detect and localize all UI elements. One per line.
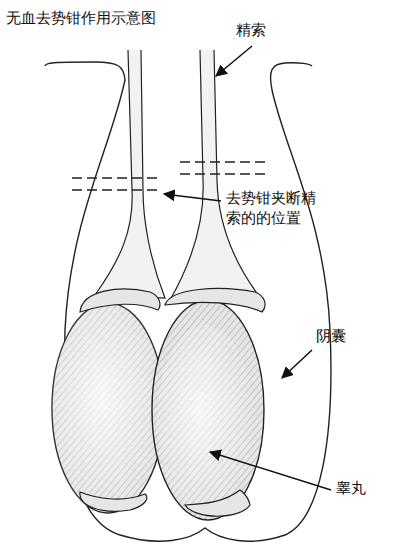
right-epididymis xyxy=(165,288,265,312)
part-label: 精索 xyxy=(236,20,266,40)
leader-arrows xyxy=(164,46,331,490)
part-label: 去势钳夹断精索的的位置 xyxy=(226,188,319,229)
clamp-position-marks xyxy=(72,162,266,190)
left-epididymis-tail xyxy=(80,492,147,511)
right-spermatic-cord xyxy=(170,50,262,300)
left-epididymis xyxy=(80,289,160,312)
diagram-title: 无血去势钳作用示意图 xyxy=(6,8,156,28)
left-spermatic-cord xyxy=(95,50,165,298)
scrotum-outline xyxy=(45,62,331,541)
part-label: 阴囊 xyxy=(316,326,346,346)
right-epididymis-tail xyxy=(185,490,250,516)
part-label: 睾丸 xyxy=(336,478,366,498)
right-testis xyxy=(152,300,264,520)
left-testis xyxy=(52,303,164,513)
